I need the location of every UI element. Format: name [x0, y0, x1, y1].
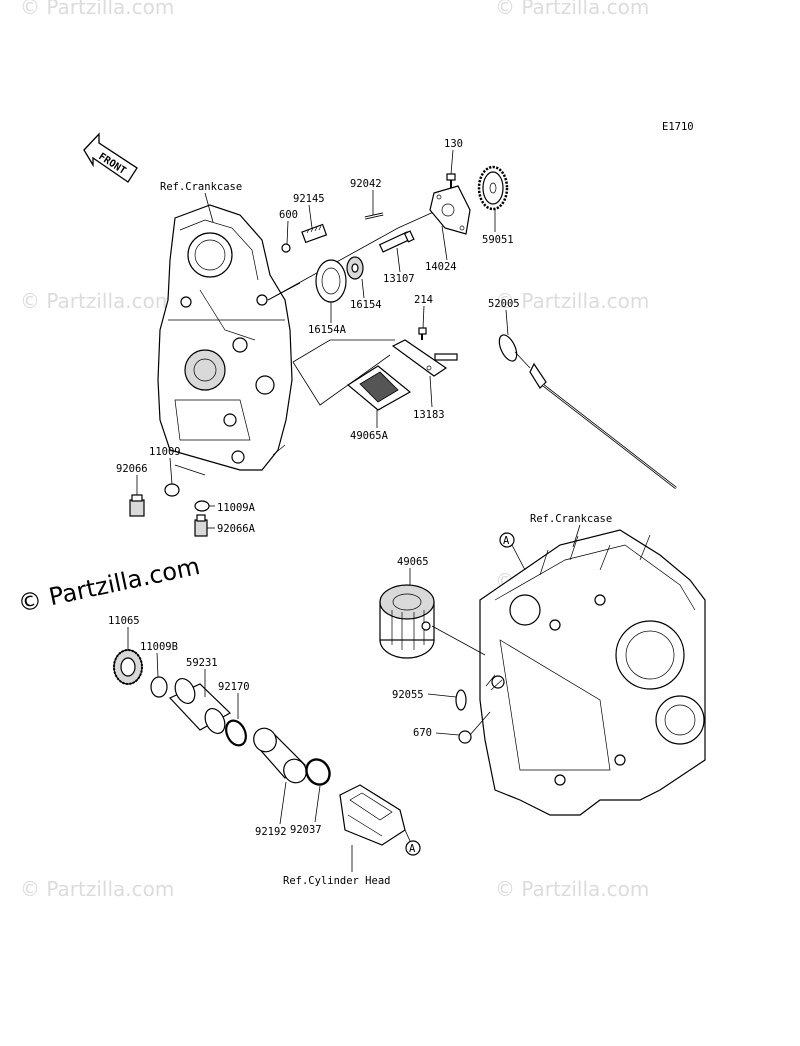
crankcase-cover-drawing — [157, 204, 293, 476]
part-label-11009A: 11009A — [217, 502, 256, 514]
part-59051-drawing — [477, 165, 509, 211]
part-label-59051: 59051 — [482, 234, 514, 246]
part-11065-drawing — [113, 649, 143, 685]
part-92066-drawing — [129, 494, 145, 517]
watermark-text: © Partzilla.com — [20, 0, 174, 19]
part-label-130: 130 — [444, 138, 463, 150]
part-16154A-drawing — [315, 259, 347, 303]
part-label-49065: 49065 — [397, 556, 429, 568]
part-label-92066: 92066 — [116, 463, 148, 475]
part-92042-drawing — [364, 212, 384, 220]
part-600-drawing — [281, 243, 291, 253]
part-label-92170: 92170 — [218, 681, 250, 693]
part-92192-drawing — [253, 727, 307, 784]
part-16154-drawing — [346, 256, 364, 280]
part-49065A-drawing — [346, 365, 412, 411]
part-label-14024: 14024 — [425, 261, 457, 273]
part-92066A-drawing — [194, 514, 208, 537]
part-11009A-drawing — [194, 500, 210, 512]
part-label-49065A: 49065A — [350, 430, 389, 442]
part-label-16154: 16154 — [350, 299, 382, 311]
part-92170-drawing — [225, 719, 247, 747]
part-label-11009: 11009 — [149, 446, 181, 458]
part-92055-drawing — [455, 689, 467, 711]
watermark-text: © Partzilla.com — [495, 0, 649, 19]
part-label-92066A: 92066A — [217, 523, 256, 535]
part-214-drawing — [418, 327, 427, 340]
watermark-text: © Partzilla.com — [20, 877, 174, 901]
part-label-670: 670 — [413, 727, 432, 739]
part-label-92037: 92037 — [290, 824, 322, 836]
part-label-214: 214 — [414, 294, 433, 306]
ref-cylinder-head-label: Ref.Cylinder Head — [283, 875, 390, 887]
part-label-13107: 13107 — [383, 273, 415, 285]
part-label-92055: 92055 — [392, 689, 424, 701]
part-130-drawing — [446, 173, 456, 188]
part-label-11009B: 11009B — [140, 641, 178, 653]
part-92145-drawing — [301, 223, 328, 244]
marker-a-label-2: A — [409, 843, 416, 855]
part-label-52005: 52005 — [488, 298, 520, 310]
crankcase-half-drawing — [479, 529, 706, 816]
marker-a-label: A — [503, 535, 510, 547]
marker-a — [499, 532, 515, 548]
part-52005-drawing — [498, 334, 677, 489]
part-label-11065: 11065 — [108, 615, 140, 627]
watermark-text: © Partzilla.com — [20, 289, 174, 313]
part-label-600: 600 — [279, 209, 298, 221]
diagram-code: E1710 — [662, 121, 694, 133]
part-label-92192: 92192 — [255, 826, 287, 838]
part-14024-drawing — [429, 185, 471, 235]
watermark-main: © Partzilla.com — [15, 552, 202, 618]
marker-a-2 — [405, 840, 421, 856]
front-arrow-icon: FRONT — [83, 132, 138, 183]
part-13183-drawing — [391, 339, 458, 377]
part-670-drawing — [458, 730, 472, 744]
ref-crankcase-label: Ref.Crankcase — [160, 181, 242, 193]
watermark-text: © Partzilla.com — [495, 289, 649, 313]
cylinder-head-fitting-drawing — [339, 784, 406, 846]
ref-crankcase-label-2: Ref.Crankcase — [530, 513, 612, 525]
part-92037-drawing — [305, 758, 331, 786]
part-label-13183: 13183 — [413, 409, 445, 421]
part-49065-drawing — [379, 584, 435, 659]
part-11009-drawing — [164, 483, 180, 497]
part-11009B-drawing — [150, 676, 168, 698]
part-13107-drawing — [378, 230, 415, 253]
part-label-92145: 92145 — [293, 193, 325, 205]
part-label-16154A: 16154A — [308, 324, 347, 336]
watermark-text: © Partzilla.com — [495, 877, 649, 901]
part-label-92042: 92042 — [350, 178, 382, 190]
part-label-59231: 59231 — [186, 657, 218, 669]
part-59231-drawing — [168, 678, 231, 734]
